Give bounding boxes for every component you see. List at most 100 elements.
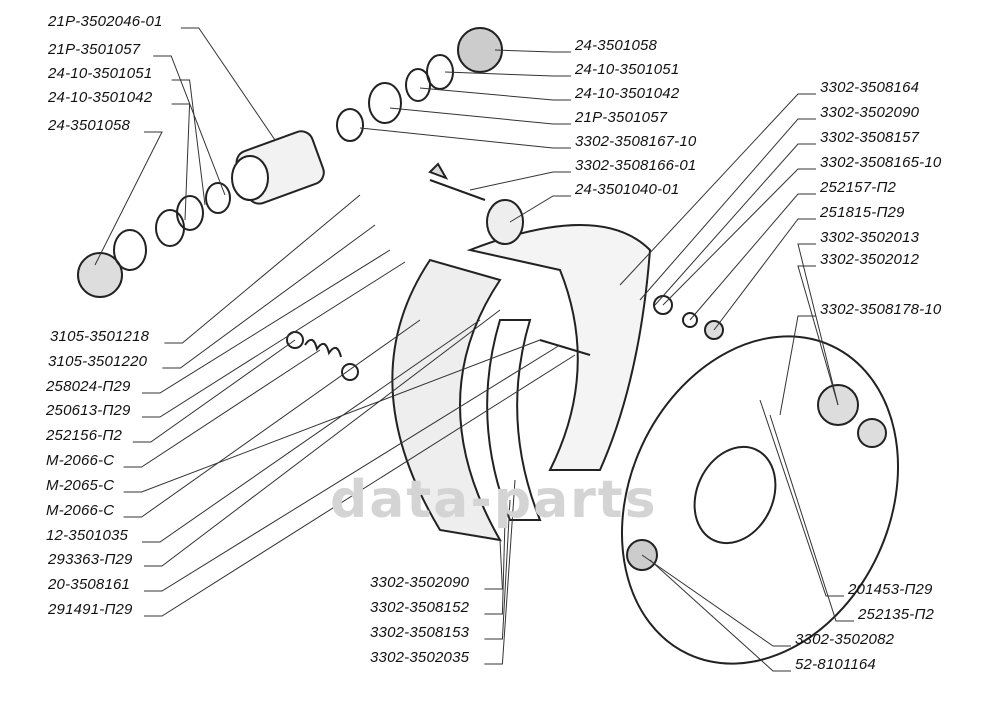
- part-label-right: 3302-3502012: [820, 251, 920, 268]
- leader-line: [171, 103, 191, 221]
- leader-line: [654, 143, 816, 306]
- leader-line: [509, 195, 571, 223]
- leader-line: [619, 93, 816, 286]
- ring-right-2: [405, 68, 431, 102]
- leader-line: [484, 519, 506, 615]
- part-label-top-left: 21P-3501057: [48, 41, 141, 58]
- leader-line: [419, 87, 571, 101]
- part-label-right: 3302-3508164: [820, 79, 920, 96]
- leader-line: [797, 243, 839, 406]
- part-label-right: 3302-3502090: [820, 104, 920, 121]
- spring: [304, 338, 342, 358]
- leader-line: [484, 499, 511, 640]
- leader-line: [444, 71, 571, 77]
- piston-right: [368, 82, 402, 124]
- leader-line: [484, 539, 503, 590]
- pin: [539, 339, 591, 356]
- part-label-top-center: 24-10-3501051: [575, 61, 680, 78]
- leader-line: [94, 131, 163, 266]
- leader-line: [142, 261, 406, 418]
- part-label-bottom-center: 3302-3508153: [370, 624, 470, 641]
- leader-line: [469, 171, 571, 191]
- leader-line: [779, 315, 816, 416]
- leader-line: [641, 554, 791, 647]
- bolt: [428, 162, 486, 201]
- watermark: data-parts: [330, 470, 658, 530]
- leader-line: [142, 319, 481, 543]
- part-label-top-left: 24-10-3501051: [48, 65, 153, 82]
- part-label-right: 3302-3502013: [820, 229, 920, 246]
- part-label-right: 251815-П29: [820, 204, 905, 221]
- part-label-bottom-right: 52-8101164: [795, 656, 876, 673]
- part-label-bottom-left: М-2066-С: [46, 452, 115, 469]
- shoe-rib: [486, 319, 542, 521]
- leader-line: [164, 194, 361, 344]
- leader-line: [132, 339, 296, 443]
- eccentric-washer: [486, 199, 524, 245]
- leader-line: [769, 414, 854, 622]
- part-label-bottom-left: 293363-П29: [48, 551, 133, 568]
- leader-line: [123, 339, 541, 493]
- leader-line: [153, 55, 226, 196]
- leader-line: [639, 118, 816, 301]
- part-label-top-left: 24-3501058: [48, 117, 131, 134]
- washer-c: [682, 312, 698, 328]
- leader-line: [144, 344, 561, 592]
- leader-line: [162, 224, 376, 369]
- ring-left-1: [155, 209, 185, 247]
- leader-line: [759, 399, 844, 597]
- part-label-top-center: 24-10-3501042: [575, 85, 680, 102]
- ring-right-3: [336, 108, 364, 142]
- leader-line: [389, 107, 571, 125]
- part-label-bottom-left: 20-3508161: [48, 576, 131, 593]
- leader-line: [797, 265, 839, 406]
- part-label-bottom-left: 258024-П29: [46, 378, 131, 395]
- part-label-right: 3302-3508178-10: [820, 301, 942, 318]
- part-label-top-center: 24-3501040-01: [575, 181, 680, 198]
- leader-line: [123, 349, 321, 468]
- part-label-bottom-center: 3302-3502090: [370, 574, 470, 591]
- part-label-bottom-left: 3105-3501220: [48, 353, 148, 370]
- part-label-top-left: 24-10-3501042: [48, 89, 153, 106]
- leader-line: [494, 49, 571, 53]
- brake-shoe-rear: [466, 224, 652, 471]
- leader-line: [144, 354, 576, 617]
- part-label-bottom-left: 3105-3501218: [50, 328, 150, 345]
- ring-left-3: [205, 182, 231, 214]
- part-label-bottom-left: М-2066-С: [46, 502, 115, 519]
- part-label-bottom-right: 3302-3502082: [795, 631, 895, 648]
- part-label-bottom-center: 3302-3508152: [370, 599, 470, 616]
- leader-line: [484, 479, 516, 665]
- part-label-bottom-left: 250613-П29: [46, 402, 131, 419]
- part-label-bottom-center: 3302-3502035: [370, 649, 470, 666]
- leader-line: [171, 79, 206, 206]
- leader-line: [662, 168, 816, 306]
- leader-line: [713, 218, 816, 331]
- part-label-top-center: 3302-3508167-10: [575, 133, 697, 150]
- leader-line: [649, 559, 791, 672]
- leader-line: [359, 127, 571, 149]
- part-label-right: 3302-3508157: [820, 129, 920, 146]
- part-label-top-center: 24-3501058: [575, 37, 658, 54]
- plug-right: [857, 418, 887, 448]
- part-label-top-center: 21P-3501057: [575, 109, 668, 126]
- part-label-bottom-right: 252135-П2: [858, 606, 935, 623]
- leader-line: [142, 249, 391, 394]
- part-label-bottom-left: М-2065-С: [46, 477, 115, 494]
- part-label-bottom-left: 12-3501035: [46, 527, 129, 544]
- leader-line: [123, 319, 421, 518]
- backing-plate: [621, 335, 899, 665]
- leader-line: [180, 27, 276, 141]
- part-label-right: 252157-П2: [820, 179, 897, 196]
- ring-left-2: [176, 195, 204, 231]
- leader-line: [144, 309, 501, 567]
- part-label-bottom-left: 291491-П29: [48, 601, 133, 618]
- piston-left: [113, 229, 147, 271]
- leader-line: [689, 193, 816, 321]
- washer-b: [341, 363, 359, 381]
- backing-plate-hub: [693, 445, 777, 545]
- part-label-top-center: 3302-3508166-01: [575, 157, 697, 174]
- cylinder-cup: [231, 155, 269, 201]
